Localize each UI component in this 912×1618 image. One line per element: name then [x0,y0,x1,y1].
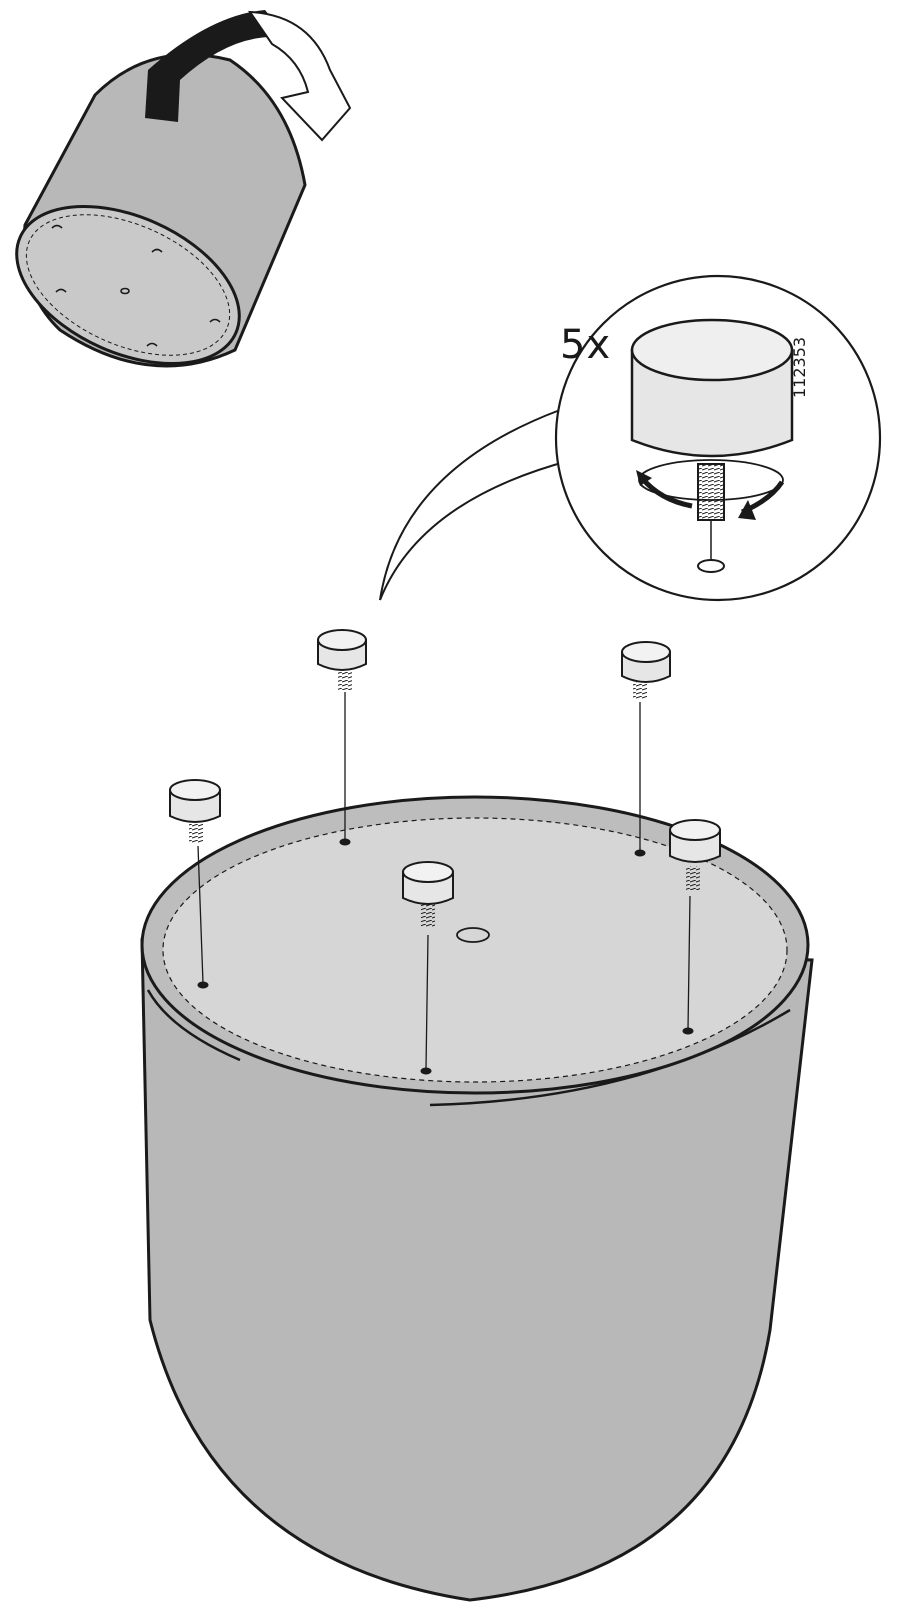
strap [145,10,288,122]
foot-1 [317,629,367,840]
ottoman-large [140,795,814,1602]
foot-detail [630,318,794,573]
detail-callout [379,274,882,602]
foot-3 [169,779,221,984]
foot-4 [402,861,454,1070]
quantity-label: 5x [560,322,612,368]
rotate-clockwise-icon [636,459,785,520]
flipped-ottoman-small [15,10,307,368]
foot-5 [669,819,721,1030]
foot-2 [621,641,671,851]
part-number-label: 112353 [790,336,809,398]
curved-arrow-icon [248,10,352,142]
